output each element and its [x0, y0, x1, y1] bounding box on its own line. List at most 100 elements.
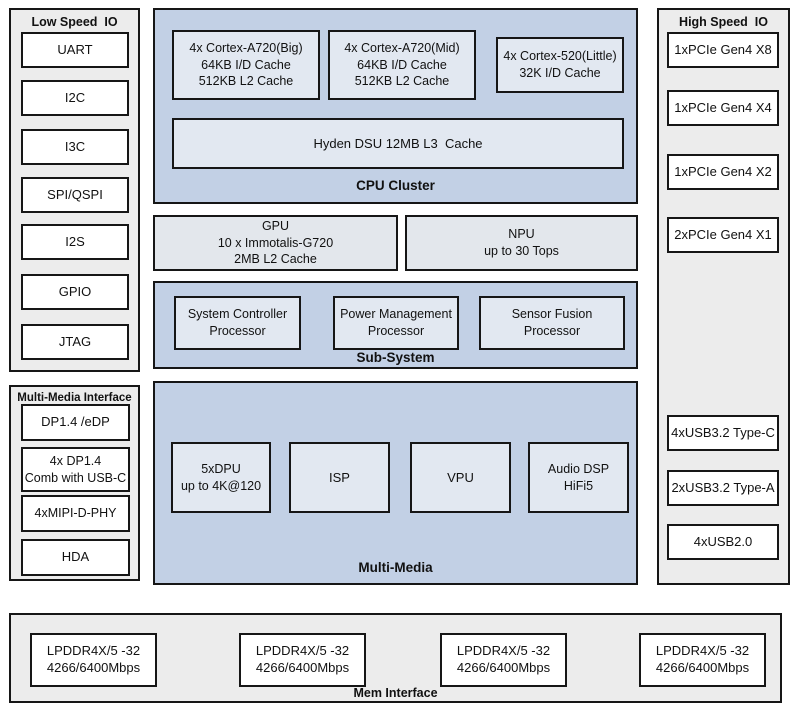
block-pcie-x2-label: 1xPCIe Gen4 X2	[674, 163, 772, 179]
block-usb20: 4xUSB2.0	[667, 524, 779, 560]
vpu-label: VPU	[447, 469, 474, 485]
panel-multimedia-interface-title: Multi-Media Interface	[17, 392, 132, 404]
cortex-little-line1: 4x Cortex-520(Little)	[503, 49, 617, 64]
block-uart: UART	[21, 32, 129, 68]
block-power-management: Power Management Processor	[333, 296, 459, 350]
panel-multimedia-interface: Multi-Media Interface DP1.4 /eDP 4x DP1.…	[9, 385, 140, 581]
power-management-line1: Power Management	[340, 307, 452, 322]
block-usb32-type-c-label: 4xUSB3.2 Type-C	[671, 424, 775, 440]
cortex-big-line2: 64KB I/D Cache	[201, 57, 291, 72]
dpu-line2: up to 4K@120	[180, 478, 262, 493]
block-dpu: 5xDPU up to 4K@120	[171, 442, 271, 513]
block-mipi-d-phy-label: 4xMIPI-D-PHY	[34, 506, 117, 521]
block-spi-qspi-label: SPI/QSPI	[47, 186, 103, 202]
panel-high-speed-io: High Speed IO 1xPCIe Gen4 X8 1xPCIe Gen4…	[657, 8, 790, 585]
panel-mem-interface: LPDDR4X/5 -32 4266/6400Mbps LPDDR4X/5 -3…	[9, 613, 782, 703]
cortex-big-line1: 4x Cortex-A720(Big)	[189, 40, 303, 55]
multi-media-caption: Multi-Media	[358, 560, 433, 575]
lpddr-4-line2: 4266/6400Mbps	[655, 660, 750, 675]
block-cortex-520-little: 4x Cortex-520(Little) 32K I/D Cache	[496, 37, 624, 93]
block-usb32-type-c: 4xUSB3.2 Type-C	[667, 415, 779, 451]
block-spi-qspi: SPI/QSPI	[21, 177, 129, 213]
block-lpddr-1: LPDDR4X/5 -32 4266/6400Mbps	[30, 633, 157, 687]
block-l3-cache-label: Hyden DSU 12MB L3 Cache	[313, 135, 483, 151]
block-pcie-x2: 1xPCIe Gen4 X2	[667, 154, 779, 190]
mem-interface-caption: Mem Interface	[353, 686, 438, 700]
cortex-mid-line3: 512KB L2 Cache	[354, 74, 450, 89]
cpu-cluster-caption: CPU Cluster	[356, 178, 435, 193]
sensor-fusion-line2: Processor	[523, 324, 581, 338]
block-dp-usbc-line1: 4x DP1.4	[49, 454, 102, 469]
block-dp-usbc: 4x DP1.4 Comb with USB-C	[21, 447, 130, 492]
cortex-little-line2: 32K I/D Cache	[519, 66, 601, 80]
cortex-big-line3: 512KB L2 Cache	[198, 74, 294, 89]
block-npu: NPU up to 30 Tops	[405, 215, 638, 271]
block-uart-label: UART	[57, 41, 93, 57]
npu-line1: NPU	[508, 227, 535, 242]
panel-low-speed-io: Low Speed IO UART I2C I3C SPI/QSPI I2S G…	[9, 8, 140, 372]
block-system-controller: System Controller Processor	[174, 296, 301, 350]
block-sensor-fusion: Sensor Fusion Processor	[479, 296, 625, 350]
block-pcie-x1-label: 2xPCIe Gen4 X1	[674, 226, 772, 242]
block-gpio: GPIO	[21, 274, 129, 310]
block-i3c: I3C	[21, 129, 129, 165]
gpu-line1: GPU	[261, 218, 290, 233]
block-jtag-label: JTAG	[58, 333, 92, 349]
power-management-line2: Processor	[367, 324, 425, 338]
block-mipi-d-phy: 4xMIPI-D-PHY	[21, 495, 130, 532]
block-cortex-a720-mid: 4x Cortex-A720(Mid) 64KB I/D Cache 512KB…	[328, 30, 476, 100]
gpu-line3: 2MB L2 Cache	[234, 252, 317, 267]
audio-dsp-line1: Audio DSP	[547, 461, 610, 476]
container-multi-media: 5xDPU up to 4K@120 ISP VPU Audio DSP HiF…	[153, 381, 638, 585]
block-dp-edp-label: DP1.4 /eDP	[41, 414, 110, 430]
lpddr-2-line1: LPDDR4X/5 -32	[255, 643, 350, 659]
container-sub-system: System Controller Processor Power Manage…	[153, 281, 638, 369]
block-usb20-label: 4xUSB2.0	[693, 533, 753, 549]
isp-label: ISP	[329, 469, 350, 485]
block-pcie-x4-label: 1xPCIe Gen4 X4	[674, 99, 772, 115]
gpu-line2: 10 x Immotalis-G720	[217, 235, 334, 250]
sensor-fusion-line1: Sensor Fusion	[511, 307, 593, 322]
lpddr-1-line1: LPDDR4X/5 -32	[46, 643, 141, 659]
sub-system-caption: Sub-System	[356, 350, 435, 365]
block-i2s-label: I2S	[65, 233, 85, 249]
audio-dsp-line2: HiFi5	[563, 478, 594, 493]
dpu-line1: 5xDPU	[201, 461, 241, 476]
block-i3c-label: I3C	[64, 138, 86, 154]
block-vpu: VPU	[410, 442, 511, 513]
block-pcie-x8-label: 1xPCIe Gen4 X8	[674, 41, 772, 57]
lpddr-3-line2: 4266/6400Mbps	[456, 660, 551, 675]
block-gpio-label: GPIO	[58, 283, 92, 299]
block-dp-edp: DP1.4 /eDP	[21, 404, 130, 441]
block-lpddr-4: LPDDR4X/5 -32 4266/6400Mbps	[639, 633, 766, 687]
system-controller-line1: System Controller	[187, 307, 288, 322]
block-hda-label: HDA	[61, 549, 90, 565]
npu-line2: up to 30 Tops	[484, 244, 559, 258]
block-audio-dsp: Audio DSP HiFi5	[528, 442, 629, 513]
block-lpddr-2: LPDDR4X/5 -32 4266/6400Mbps	[239, 633, 366, 687]
block-pcie-x4: 1xPCIe Gen4 X4	[667, 90, 779, 126]
block-gpu: GPU 10 x Immotalis-G720 2MB L2 Cache	[153, 215, 398, 271]
panel-low-speed-io-title: Low Speed IO	[31, 15, 118, 29]
block-cortex-a720-big: 4x Cortex-A720(Big) 64KB I/D Cache 512KB…	[172, 30, 320, 100]
cortex-mid-line2: 64KB I/D Cache	[357, 57, 447, 72]
lpddr-3-line1: LPDDR4X/5 -32	[456, 643, 551, 659]
system-controller-line2: Processor	[209, 324, 266, 338]
block-usb32-type-a-label: 2xUSB3.2 Type-A	[671, 479, 775, 495]
lpddr-1-line2: 4266/6400Mbps	[46, 660, 141, 675]
block-l3-cache: Hyden DSU 12MB L3 Cache	[172, 118, 624, 169]
container-cpu-cluster: 4x Cortex-A720(Big) 64KB I/D Cache 512KB…	[153, 8, 638, 204]
block-usb32-type-a: 2xUSB3.2 Type-A	[667, 470, 779, 506]
block-hda: HDA	[21, 539, 130, 576]
block-lpddr-3: LPDDR4X/5 -32 4266/6400Mbps	[440, 633, 567, 687]
block-i2c: I2C	[21, 80, 129, 116]
block-pcie-x8: 1xPCIe Gen4 X8	[667, 32, 779, 68]
cortex-mid-line1: 4x Cortex-A720(Mid)	[344, 40, 460, 55]
block-i2s: I2S	[21, 224, 129, 260]
block-dp-usbc-line2: Comb with USB-C	[24, 470, 127, 485]
block-isp: ISP	[289, 442, 390, 513]
block-i2c-label: I2C	[64, 89, 86, 105]
block-jtag: JTAG	[21, 324, 129, 360]
panel-high-speed-io-title: High Speed IO	[679, 15, 768, 29]
